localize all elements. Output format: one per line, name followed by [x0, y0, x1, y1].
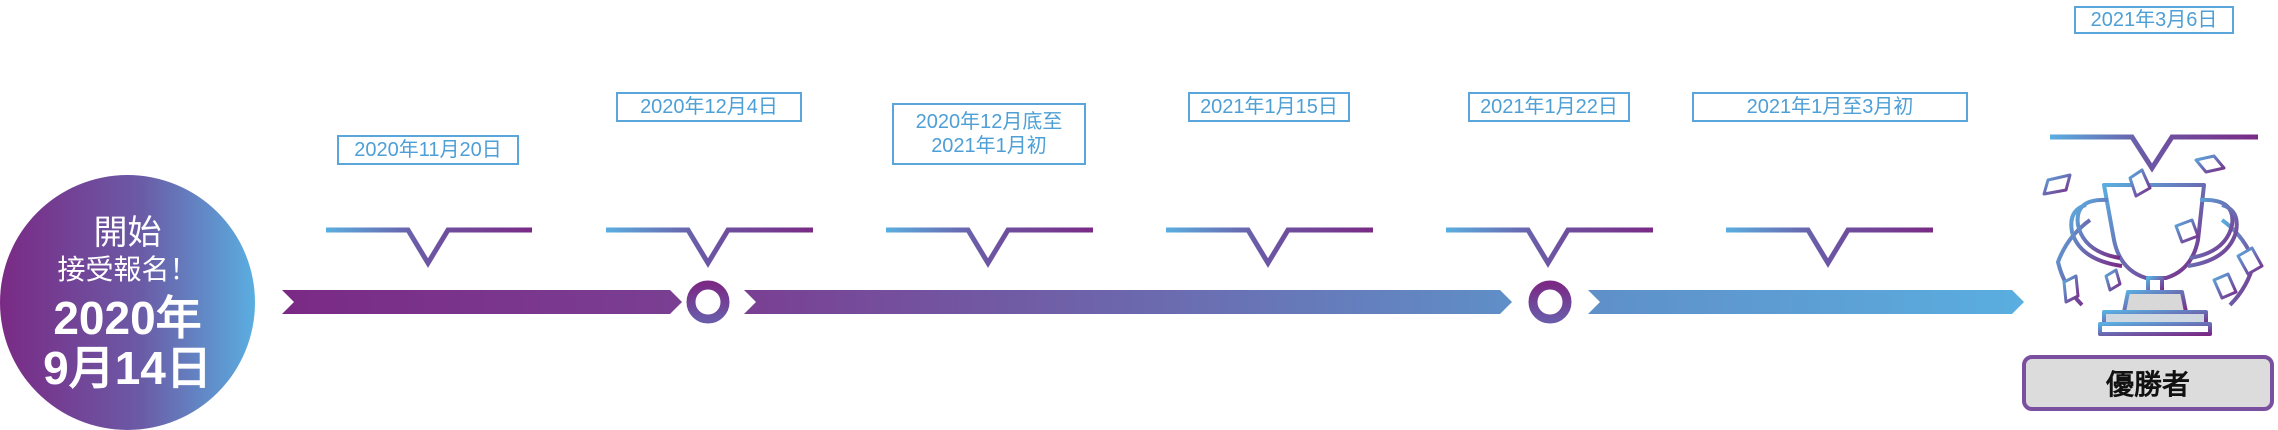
timeline-arrow-segment-3 [1588, 290, 2024, 314]
winner-label: 優勝者 [2022, 355, 2274, 411]
registration-start-circle: 開始 接受報名！ 2020年 9月14日 [0, 175, 255, 430]
callout-pointer-2 [606, 227, 813, 268]
callout-pointer-6 [1726, 227, 1933, 268]
milestone-date-1: 2020年11月20日 [337, 135, 519, 165]
callout-pointer-3 [886, 227, 1093, 268]
milestone-date-4: 2021年1月15日 [1188, 92, 1350, 122]
start-subtitle: 接受報名！ [57, 253, 198, 285]
timeline-node-2 [1528, 280, 1572, 324]
callout-pointer-final [2050, 134, 2258, 173]
timeline-arrow-segment-1 [282, 290, 682, 314]
start-year: 2020年 [53, 291, 202, 344]
callout-pointer-5 [1446, 227, 1653, 268]
callout-pointer-4 [1166, 227, 1373, 268]
callout-pointer-1 [326, 227, 532, 268]
milestone-date-2: 2020年12月4日 [616, 92, 802, 122]
milestone-date-5: 2021年1月22日 [1468, 92, 1630, 122]
trophy-icon [2042, 154, 2264, 336]
start-title: 開始 [93, 213, 162, 252]
milestone-date-3: 2020年12月底至 2021年1月初 [892, 103, 1086, 165]
timeline-node-1 [686, 280, 730, 324]
start-date: 9月14日 [43, 341, 212, 394]
final-date: 2021年3月6日 [2074, 6, 2234, 34]
milestone-date-6: 2021年1月至3月初 [1692, 92, 1968, 122]
timeline-arrow-segment-2 [744, 290, 1512, 314]
